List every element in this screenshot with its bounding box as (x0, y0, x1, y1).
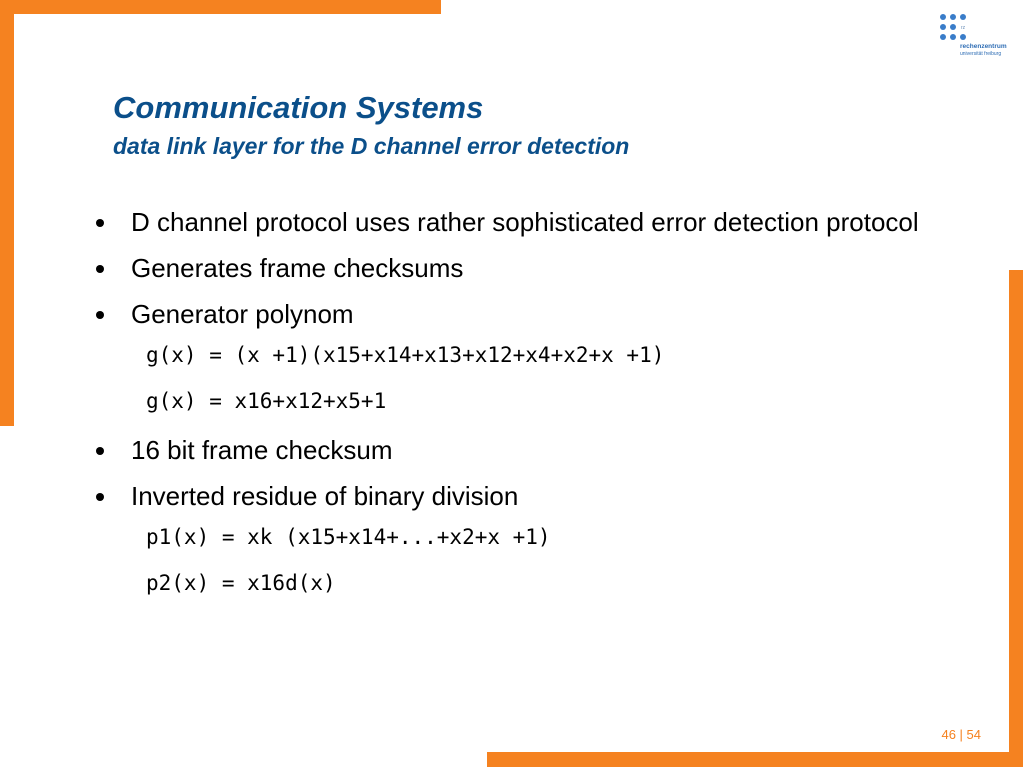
slide-title: Communication Systems (113, 90, 484, 125)
bullet-text: Inverted residue of binary division (131, 481, 519, 511)
formula-line: g(x) = x16+x12+x5+1 (146, 389, 387, 413)
bullet-dot-icon (96, 493, 104, 501)
logo-university: universität freiburg (960, 51, 1002, 57)
bullet-item: Inverted residue of binary division (96, 480, 996, 513)
rechenzentrum-logo: rz rechenzentrum universität freiburg (940, 14, 1020, 62)
bullet-text: Generates frame checksums (131, 253, 464, 283)
formula-line: g(x) = (x +1)(x15+x14+x13+x12+x4+x2+x +1… (146, 343, 665, 367)
formula-line: p2(x) = x16d(x) (146, 571, 336, 595)
bullet-item: Generates frame checksums (96, 252, 996, 285)
logo-dots-icon (940, 14, 970, 44)
bullet-item: D channel protocol uses rather sophistic… (96, 206, 996, 239)
logo-name: rechenzentrum (960, 43, 1007, 50)
bullet-dot-icon (96, 265, 104, 273)
bullet-dot-icon (96, 447, 104, 455)
bullet-text: 16 bit frame checksum (131, 435, 393, 465)
bullet-text: D channel protocol uses rather sophistic… (131, 207, 919, 237)
left-accent-bar (0, 0, 14, 426)
slide-content: D channel protocol uses rather sophistic… (96, 206, 996, 616)
bullet-item: 16 bit frame checksum (96, 434, 996, 467)
bullet-dot-icon (96, 219, 104, 227)
page-number: 46 | 54 (941, 727, 981, 742)
bullet-item: Generator polynom (96, 298, 996, 331)
slide-subtitle: data link layer for the D channel error … (113, 133, 630, 159)
bottom-accent-bar (487, 752, 1023, 767)
formula-line: p1(x) = xk (x15+x14+...+x2+x +1) (146, 525, 551, 549)
bullet-text: Generator polynom (131, 299, 354, 329)
bullet-dot-icon (96, 311, 104, 319)
logo-mark: rz (961, 25, 966, 31)
right-accent-bar (1009, 270, 1023, 767)
top-accent-bar (0, 0, 441, 14)
